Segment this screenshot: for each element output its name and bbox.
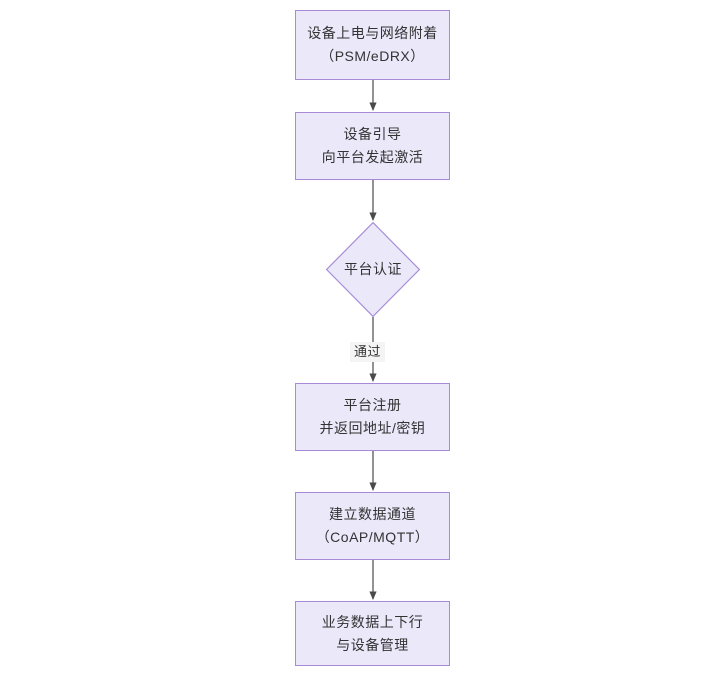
node-label-line-1: 设备上电与网络附着 xyxy=(307,25,438,41)
node-label-line-1: 平台认证 xyxy=(344,261,402,277)
node-label-line-2: 向平台发起激活 xyxy=(321,149,424,165)
node-label-line-1: 设备引导 xyxy=(343,126,402,142)
edge-label-pass: 通过 xyxy=(350,342,386,362)
node-establish-data-channel[interactable]: 建立数据通道 （CoAP/MQTT） xyxy=(295,492,450,560)
node-platform-registration[interactable]: 平台注册 并返回地址/密钥 xyxy=(295,383,450,451)
node-label-line-2: （CoAP/MQTT） xyxy=(315,529,430,545)
node-label-line-1: 业务数据上下行 xyxy=(321,613,424,630)
node-label-line-2: （PSM/eDRX） xyxy=(320,48,425,64)
node-device-power-on[interactable]: 设备上电与网络附着 （PSM/eDRX） xyxy=(295,10,450,80)
node-device-bootstrap[interactable]: 设备引导 向平台发起激活 xyxy=(295,112,450,180)
node-label-line-2: 与设备管理 xyxy=(336,636,409,653)
node-platform-authentication[interactable]: 平台认证 xyxy=(326,222,420,317)
diamond-shape xyxy=(326,222,420,317)
node-label-line-1: 平台注册 xyxy=(343,397,402,413)
node-label-line-2: 并返回地址/密钥 xyxy=(319,420,426,436)
node-label-line-1: 建立数据通道 xyxy=(329,506,416,522)
node-business-data-and-device-management[interactable]: 业务数据上下行 与设备管理 xyxy=(295,601,450,666)
edge-label-text: 通过 xyxy=(354,344,382,359)
